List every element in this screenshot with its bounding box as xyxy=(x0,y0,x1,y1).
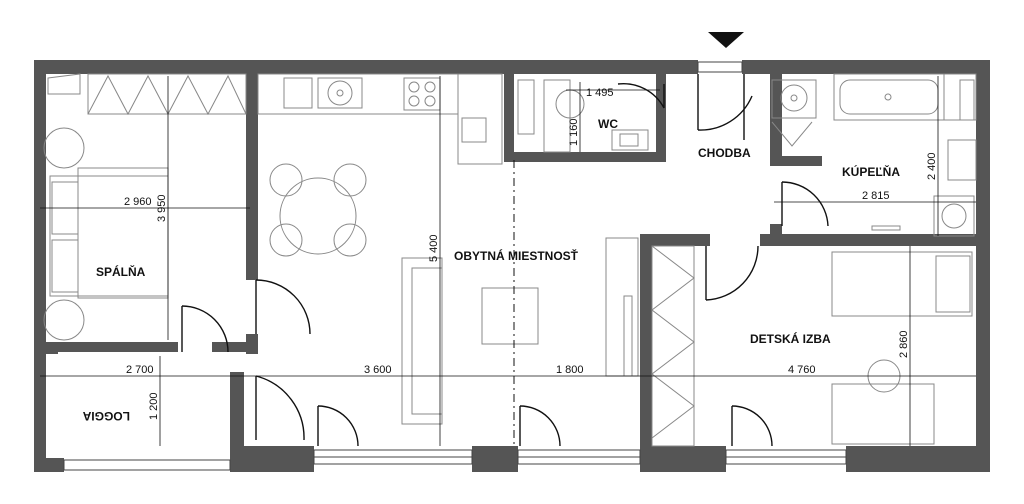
bath-bottom-wall xyxy=(770,156,822,166)
bedroom-bottom-wall xyxy=(34,342,58,354)
bottom-wall-4 xyxy=(640,446,726,472)
bottom-wall-2 xyxy=(230,446,314,472)
room-label-wc: WC xyxy=(598,117,618,131)
bath-left-wall xyxy=(770,74,782,156)
dim-kids-width: 4 760 xyxy=(788,364,816,376)
wc-bottom-wall xyxy=(504,152,666,162)
dim-bedroom-depth: 3 950 xyxy=(156,194,168,222)
right-wall xyxy=(976,60,990,472)
bedroom-living-wall xyxy=(246,74,258,280)
bedroom-loggia-wall xyxy=(58,342,178,352)
top-wall xyxy=(34,60,698,74)
dim-bath-width: 2 815 xyxy=(862,190,890,202)
bottom-wall-5 xyxy=(846,446,990,472)
interior-walls xyxy=(58,74,976,446)
entrance-arrow-icon xyxy=(708,32,744,48)
room-label-corridor: CHODBA xyxy=(698,146,751,160)
dim-corridor-width: 1 800 xyxy=(556,364,584,376)
bedroom-loggia-wall-2 xyxy=(212,342,258,352)
dim-kids-depth: 2 860 xyxy=(898,330,910,358)
doors xyxy=(181,74,829,447)
bottom-wall-1 xyxy=(34,458,64,472)
room-label-living: OBYTNÁ MIESTNOSŤ xyxy=(454,248,579,263)
dimension-lines xyxy=(40,76,976,446)
dim-bath-depth: 2 400 xyxy=(926,152,938,180)
room-label-loggia: LOGGIA xyxy=(82,409,130,423)
furniture xyxy=(43,73,977,447)
kids-top-wall-2 xyxy=(760,234,976,246)
kids-left-wall xyxy=(640,234,652,446)
exterior-walls xyxy=(34,60,990,472)
dim-living-width: 3 600 xyxy=(364,364,392,376)
wc-right-wall xyxy=(656,74,666,162)
top-wall-right xyxy=(742,60,990,74)
room-label-bathroom: KÚPEĽŇA xyxy=(842,164,900,179)
loggia-right-wall xyxy=(230,372,244,446)
dim-living-depth: 5 400 xyxy=(428,234,440,262)
dim-wc-depth: 1 160 xyxy=(568,118,580,146)
room-label-kids: DETSKÁ IZBA xyxy=(750,331,831,346)
dim-loggia-width: 2 700 xyxy=(126,364,154,376)
left-wall xyxy=(34,60,46,472)
wc-left-wall xyxy=(504,74,514,160)
dim-loggia-depth: 1 200 xyxy=(148,392,160,420)
bottom-windows xyxy=(63,61,847,471)
room-label-bedroom: SPÁLŇA xyxy=(96,264,146,279)
dim-wc-width: 1 495 xyxy=(586,87,614,99)
bottom-wall-3 xyxy=(472,446,518,472)
dim-bedroom-width: 2 960 xyxy=(124,196,152,208)
kids-top-wall xyxy=(640,234,710,246)
